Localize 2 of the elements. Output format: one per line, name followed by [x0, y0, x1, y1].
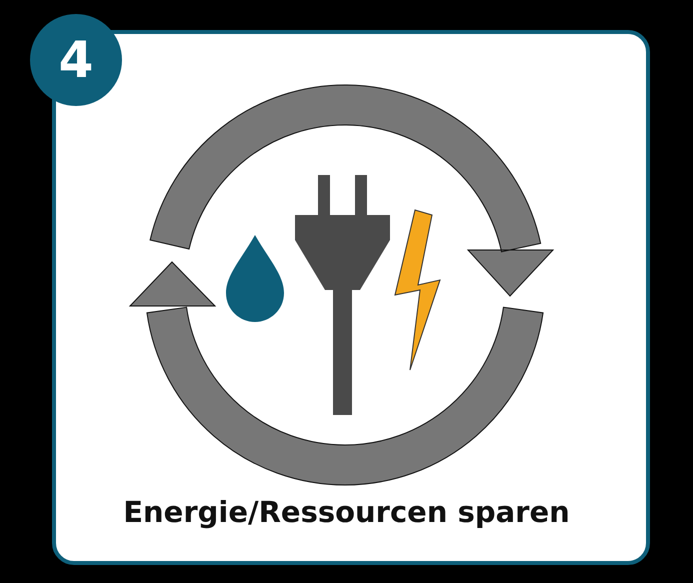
step-number-badge: 4 [30, 14, 122, 106]
caption-text: Energie/Ressourcen sparen [123, 495, 570, 529]
